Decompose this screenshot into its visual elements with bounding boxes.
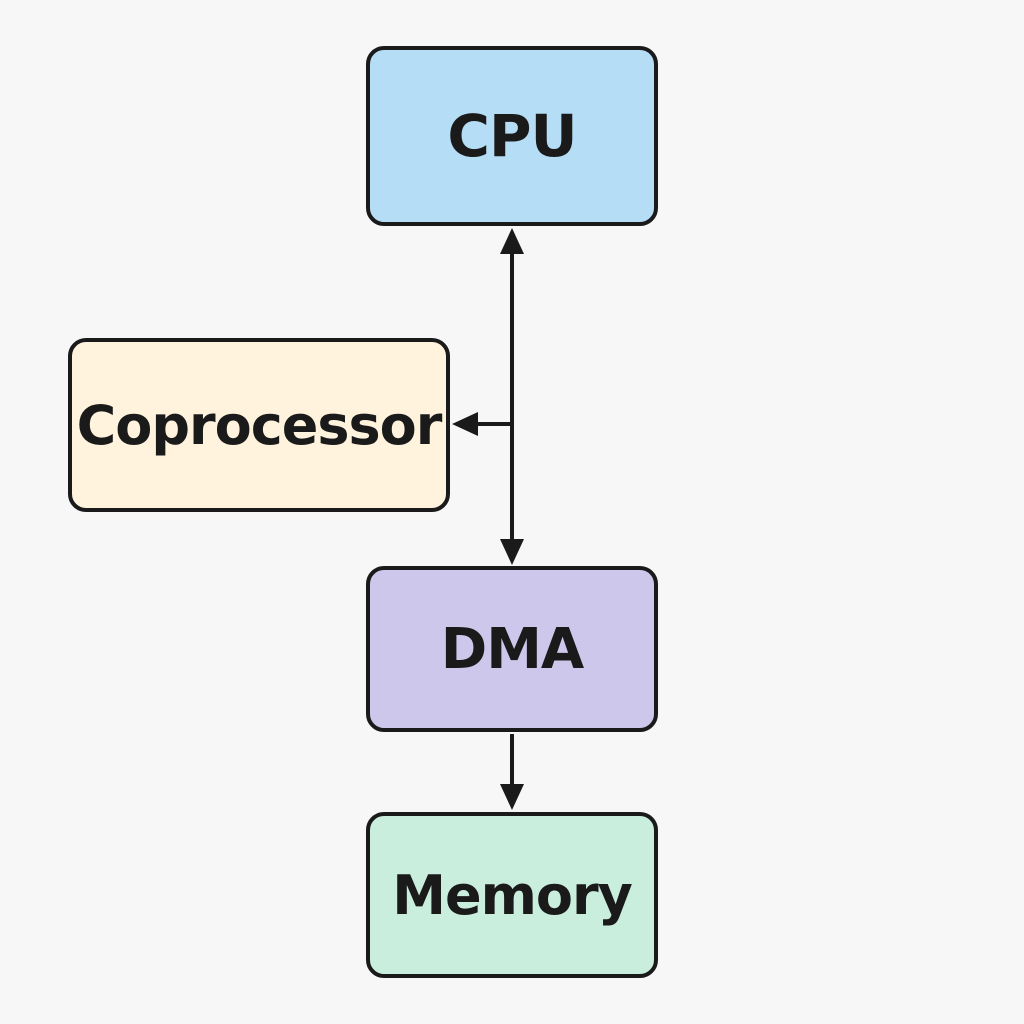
arrowhead-cpu (500, 228, 524, 254)
arrowhead-memory (500, 784, 524, 810)
cpu-label: CPU (447, 102, 577, 170)
memory-node: Memory (366, 812, 658, 978)
coprocessor-node: Coprocessor (68, 338, 450, 512)
memory-label: Memory (392, 863, 633, 927)
dma-label: DMA (440, 616, 585, 682)
cpu-node: CPU (366, 46, 658, 226)
coprocessor-label: Coprocessor (76, 393, 443, 457)
arrowhead-dma (500, 539, 524, 565)
arrowhead-coprocessor (452, 412, 478, 436)
dma-node: DMA (366, 566, 658, 732)
